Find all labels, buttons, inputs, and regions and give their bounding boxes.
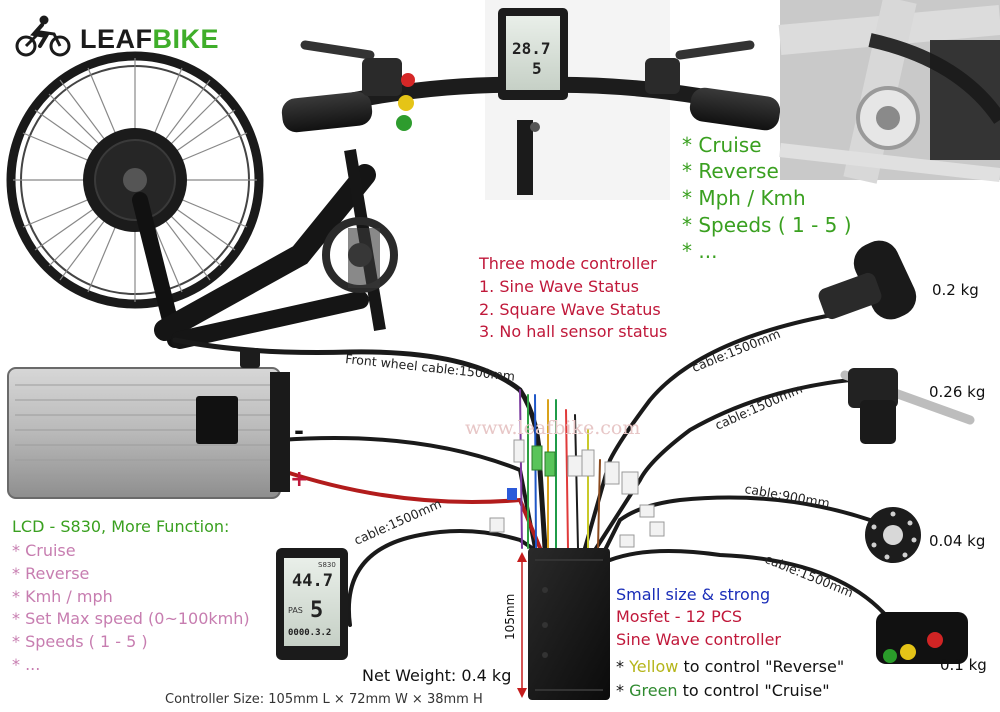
- handlebar-display-speed: 28.7: [512, 39, 551, 58]
- lcd-screen-pas-label: PAS: [288, 606, 303, 615]
- feature-mph-kmh: * Mph / Kmh: [682, 186, 806, 210]
- function-switch: [876, 612, 968, 664]
- controller-height-label: 105mm: [503, 593, 517, 640]
- lcd-screen-brand: S830: [318, 561, 336, 569]
- switch-note-green-word: Green: [629, 681, 678, 700]
- hub-motor-wheel: [6, 51, 264, 309]
- lcd-item-cruise: * Cruise: [12, 541, 76, 560]
- feature-more: * ...: [682, 239, 718, 263]
- lcd-screen-speed: 44.7: [292, 571, 333, 591]
- controller-modes-title: Three mode controller: [479, 254, 657, 273]
- controller-line-1: Small size & strong: [616, 585, 771, 604]
- brand-wordmark: LEAFBIKE: [80, 24, 219, 55]
- brand-leaf: LEAF: [80, 24, 153, 54]
- lcd-item-speeds: * Speeds ( 1 - 5 ): [12, 632, 148, 651]
- lcd-item-more: * ...: [12, 655, 41, 674]
- pas-sensor: [865, 507, 921, 563]
- bike-frame: [132, 149, 398, 349]
- weight-pas: 0.04 kg: [929, 532, 986, 550]
- controller-line-2: Mosfet - 12 PCS: [616, 607, 743, 626]
- lcd-item-reverse: * Reverse: [12, 564, 90, 583]
- switch-note-green-prefix: *: [616, 681, 630, 700]
- cyclist-icon: [15, 15, 71, 57]
- lcd-title: LCD - S830, More Function:: [12, 517, 230, 536]
- mode-no-hall: 3. No hall sensor status: [479, 322, 668, 341]
- weight-brake: 0.26 kg: [929, 383, 986, 401]
- switch-note-green-rest: to control "Cruise": [677, 681, 830, 700]
- leafbike-logo: LEAFBIKE: [14, 14, 219, 58]
- connectors: [489, 439, 665, 548]
- handlebar-display-pas: 5: [532, 59, 542, 78]
- lcd-item-kmh: * Kmh / mph: [12, 587, 113, 606]
- battery-plus: +: [290, 467, 309, 492]
- feature-cruise: * Cruise: [682, 133, 762, 157]
- controller-box: [517, 548, 610, 700]
- controller-size: Controller Size: 105mm L × 72mm W × 38mm…: [165, 692, 483, 707]
- lcd-s830: [276, 548, 348, 660]
- lcd-screen-pas: 5: [310, 598, 324, 623]
- lcd-item-max-speed: * Set Max speed (0~100kmh): [12, 609, 250, 628]
- battery-minus: -: [294, 417, 304, 445]
- switch-note-yellow-prefix: *: [616, 657, 630, 676]
- handlebar-photo: [281, 0, 781, 200]
- switch-note-green: * Green to control "Cruise": [616, 681, 830, 700]
- throttle: [818, 240, 917, 320]
- switch-note-yellow-word: Yellow: [629, 657, 679, 676]
- weight-throttle: 0.2 kg: [932, 281, 979, 299]
- switch-note-yellow: * Yellow to control "Reverse": [616, 657, 845, 676]
- brake-lever: [840, 368, 975, 444]
- lcd-screen-odo: 0000.3.2: [288, 628, 332, 638]
- weight-switch: 0.1 kg: [940, 656, 987, 674]
- feature-speeds: * Speeds ( 1 - 5 ): [682, 213, 852, 237]
- switch-note-yellow-rest: to control "Reverse": [678, 657, 845, 676]
- mode-square: 2. Square Wave Status: [479, 300, 661, 319]
- watermark: www.leafbike.com: [465, 417, 641, 439]
- controller-net-weight: Net Weight: 0.4 kg: [362, 666, 512, 685]
- controller-line-3: Sine Wave controller: [616, 630, 781, 649]
- front-hub-photo: [778, 0, 1000, 184]
- brand-bike: BIKE: [152, 24, 220, 54]
- feature-reverse: * Reverse: [682, 159, 779, 183]
- mode-sine: 1. Sine Wave Status: [479, 277, 640, 296]
- battery: [7, 348, 290, 499]
